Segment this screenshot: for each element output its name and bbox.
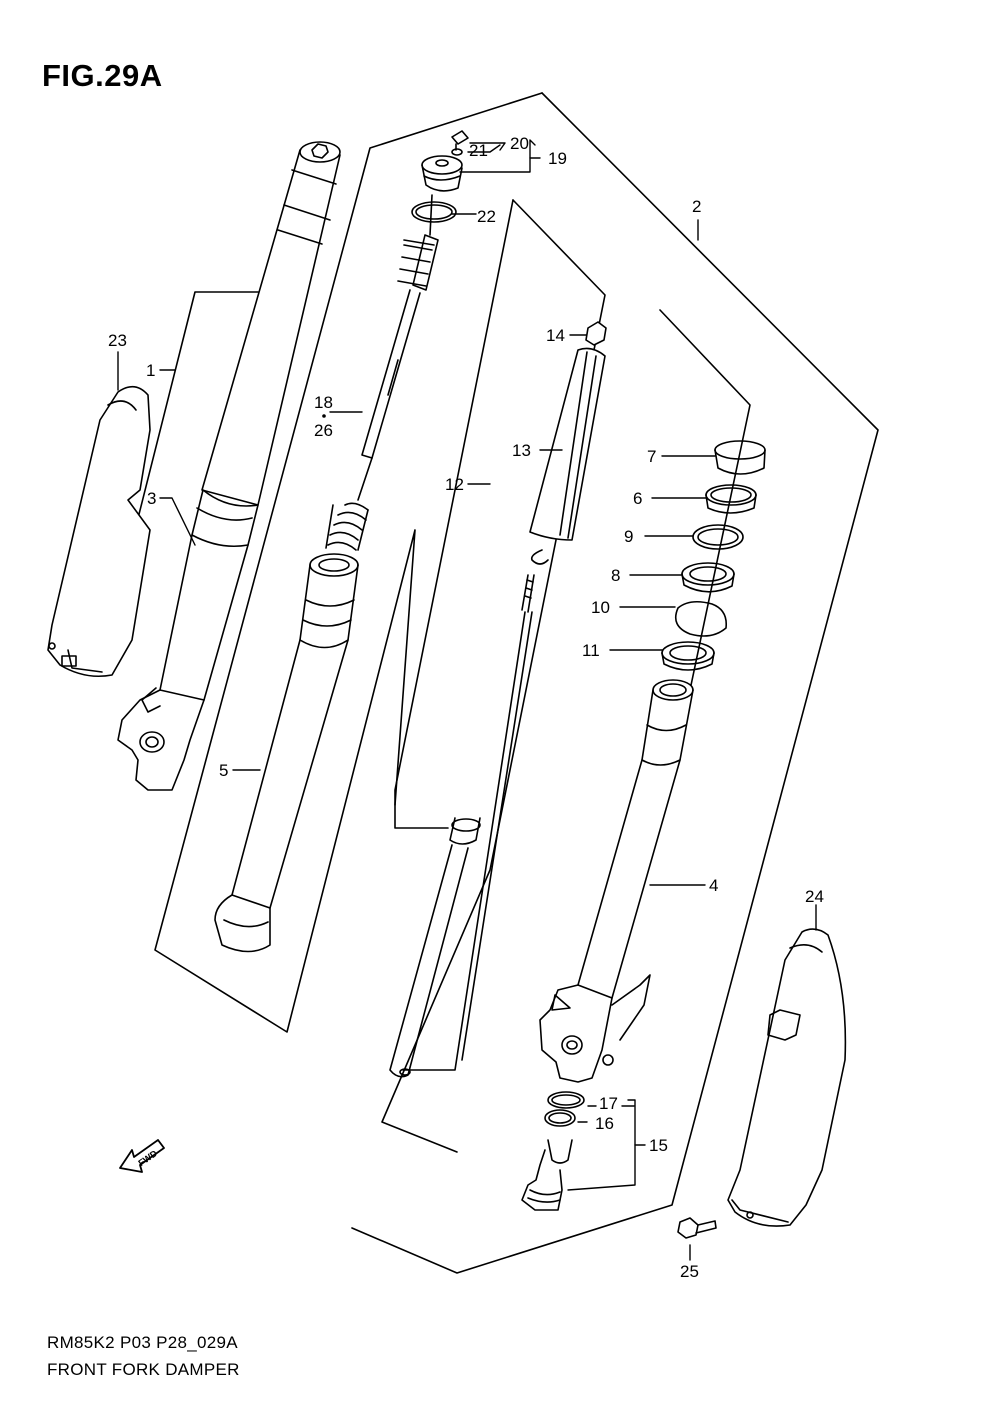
callout-14: 14 [546, 326, 565, 345]
forward-arrow-icon: FWD [119, 1139, 165, 1173]
assembly-outline-1 [129, 291, 259, 551]
base-valve-assembly [521, 1091, 585, 1211]
figure-code: RM85K2 P03 P28_029A [47, 1333, 238, 1352]
callout-21: 21 [469, 141, 488, 160]
assembly-outline-inner [659, 309, 751, 691]
damper-rod-assembly [325, 234, 439, 551]
callout-9: 9 [624, 527, 633, 546]
guard-bolt [677, 1217, 717, 1239]
assembly-outline-12 [381, 199, 606, 1153]
callout-24: 24 [805, 887, 824, 906]
fork-cap-assembly [411, 130, 469, 236]
callout-1: 1 [146, 361, 155, 380]
callout-3: 3 [147, 489, 156, 508]
callout-2: 2 [692, 197, 701, 216]
callout-10: 10 [591, 598, 610, 617]
callout-4: 4 [709, 876, 718, 895]
callout-18: 18 [314, 393, 333, 412]
callout-19: 19 [548, 149, 567, 168]
inner-tube [214, 553, 359, 953]
callout-15: 15 [649, 1136, 668, 1155]
figure-name: FRONT FORK DAMPER [47, 1360, 240, 1379]
callout-26: 26 [314, 421, 333, 440]
leader-lines [117, 139, 817, 1261]
assembly-outline-2 [154, 92, 543, 1033]
callout-13: 13 [512, 441, 531, 460]
shared-leader-dot [322, 414, 326, 418]
figure-title: FIG.29A [42, 58, 163, 93]
callout-7: 7 [647, 447, 656, 466]
fork-guard-right [727, 928, 847, 1227]
callout-22: 22 [477, 207, 496, 226]
assembly-outline-12-left [394, 199, 514, 829]
assembly-outline-2-right [351, 92, 879, 1274]
seal-and-ring-stack [661, 440, 766, 671]
fork-guard-left [47, 385, 151, 678]
callout-23: 23 [108, 331, 127, 350]
callout-16: 16 [595, 1114, 614, 1133]
fork-outer-tube [539, 679, 694, 1083]
callout-17: 17 [599, 1094, 618, 1113]
callout-8: 8 [611, 566, 620, 585]
callout-11: 11 [582, 641, 600, 660]
callout-25: 25 [680, 1262, 699, 1281]
callout-6: 6 [633, 489, 642, 508]
callout-5: 5 [219, 761, 228, 780]
piston-rod-assembly [389, 321, 607, 1078]
fork-tube-left [117, 141, 341, 791]
callout-12: 12 [445, 475, 464, 494]
callout-labels: 1 2 3 4 5 6 7 8 9 10 11 12 13 14 15 16 1… [108, 134, 824, 1281]
callout-20: 20 [510, 134, 529, 153]
